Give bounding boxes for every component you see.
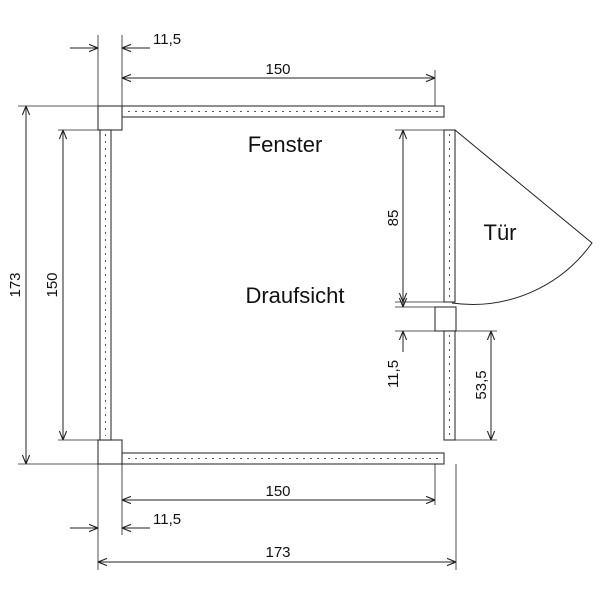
dim-left-inner: 150	[44, 272, 61, 297]
wall-right-lower	[443, 330, 456, 441]
door-post	[434, 306, 457, 332]
dim-bottom-width: 150	[265, 483, 290, 500]
wall-right-upper	[443, 129, 456, 303]
wall-top	[121, 105, 445, 118]
dim-top-width: 150	[265, 61, 290, 78]
dim-left-total: 173	[7, 272, 24, 297]
dim-gap: 11,5	[385, 360, 402, 388]
dimension-lines	[26, 48, 491, 562]
dim-bottom-offset: 11,5	[153, 511, 181, 528]
label-draufsicht: Draufsicht	[245, 283, 344, 308]
label-tuer: Tür	[484, 220, 517, 245]
label-fenster: Fenster	[248, 132, 323, 157]
door-swing	[451, 129, 593, 305]
wall-left	[97, 105, 123, 465]
dim-door-opening: 85	[385, 210, 402, 227]
dim-lower-wall: 53,5	[473, 370, 490, 399]
dim-top-offset: 11,5	[153, 31, 181, 48]
wall-bottom	[121, 452, 445, 465]
dim-total-width: 173	[265, 544, 290, 561]
